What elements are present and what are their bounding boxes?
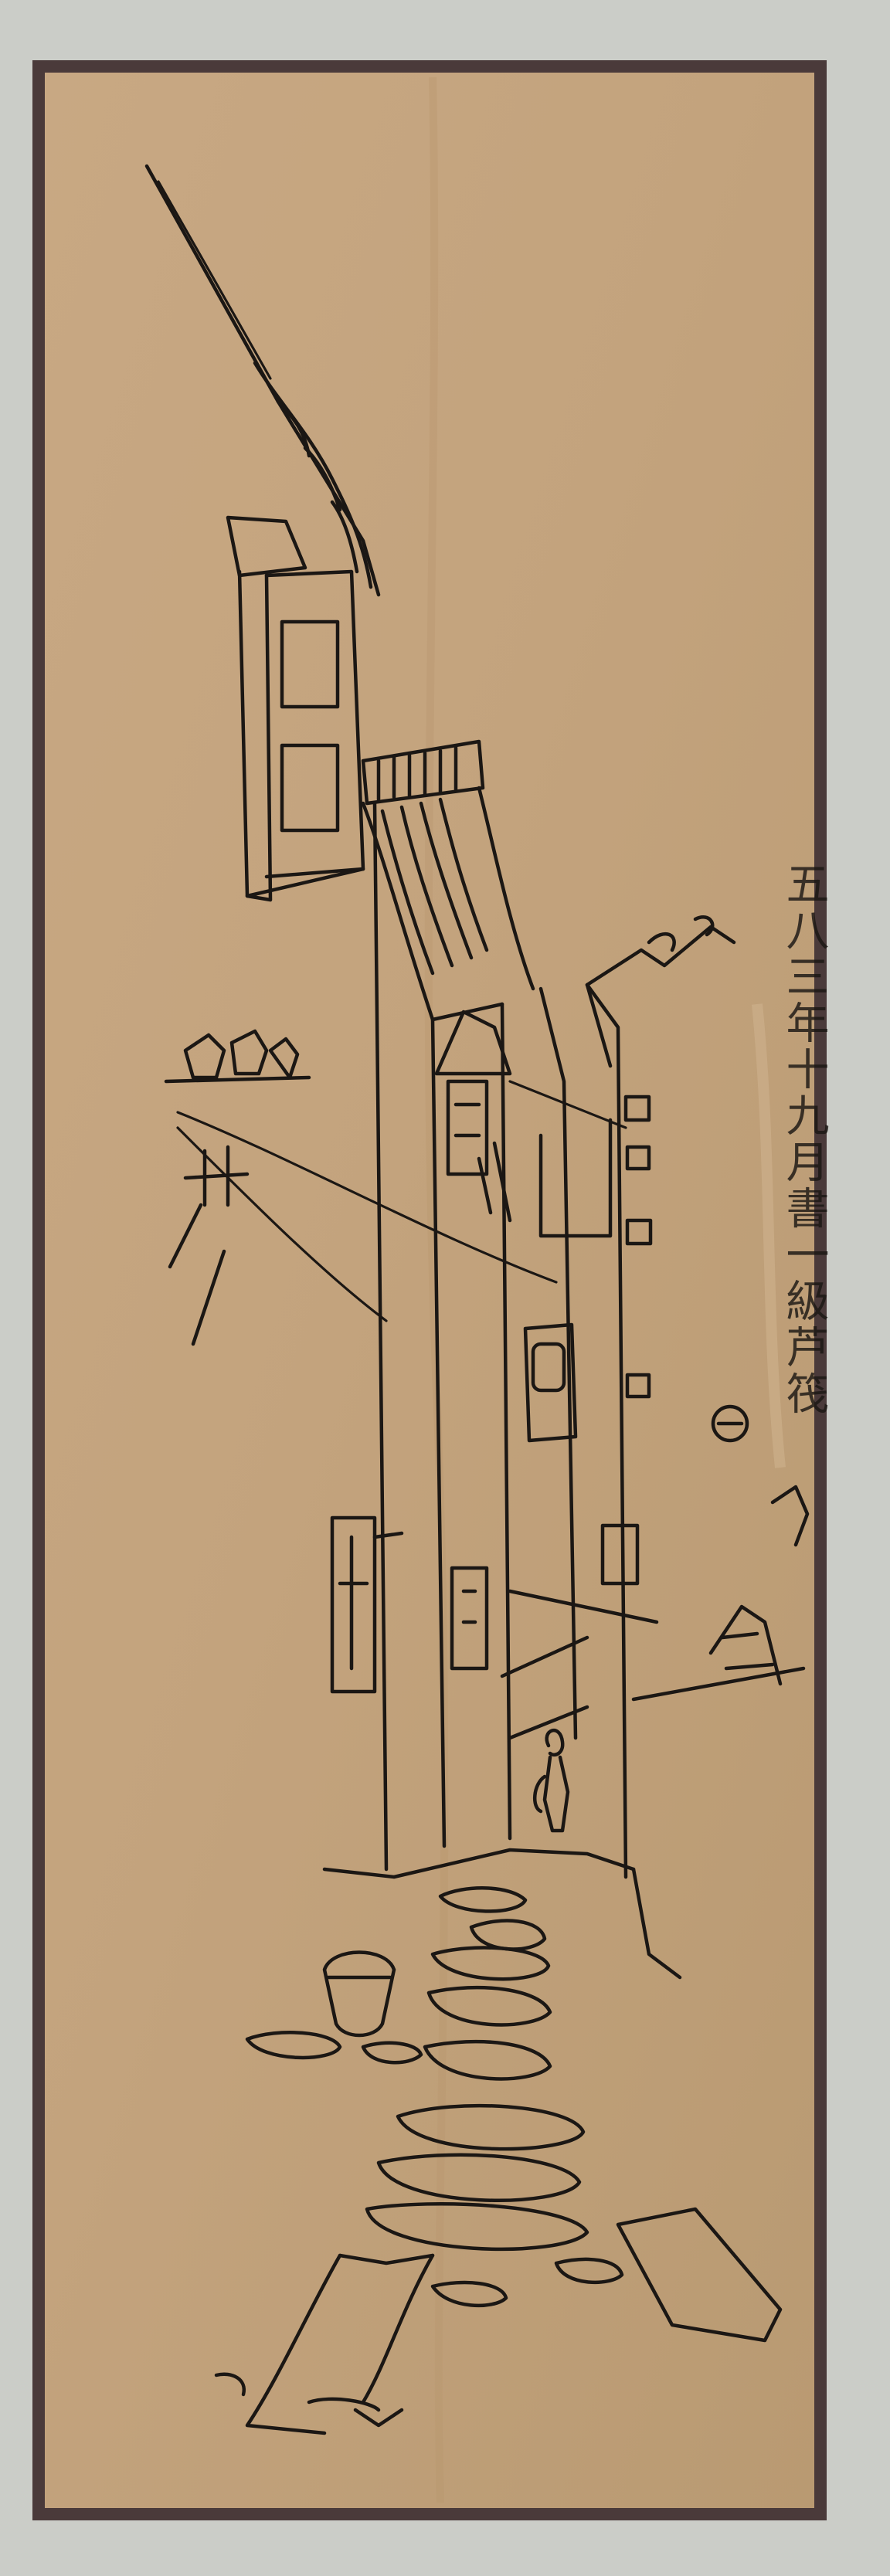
stepping-stone bbox=[438, 1886, 528, 1913]
gable-window bbox=[446, 1079, 489, 1176]
wall-lamp bbox=[183, 1033, 226, 1080]
wall-sign bbox=[523, 1322, 578, 1443]
round-lamp bbox=[711, 1404, 749, 1443]
left-wall bbox=[372, 801, 389, 1872]
upper-window bbox=[280, 619, 340, 709]
ink-sketch bbox=[144, 164, 810, 2435]
roof-tile-edge bbox=[253, 361, 373, 589]
awning-pole bbox=[508, 1589, 659, 1624]
middle-door bbox=[450, 1566, 489, 1671]
power-wire bbox=[176, 1111, 558, 1284]
artist-inscription: 五八三年十九月書一級芦筏 bbox=[779, 861, 829, 1417]
small-gable bbox=[434, 1010, 512, 1076]
paper-highlight bbox=[752, 1003, 786, 1468]
path-outline bbox=[245, 2253, 342, 2435]
figure-body bbox=[542, 1755, 570, 1833]
balcony bbox=[361, 739, 485, 806]
right-window bbox=[600, 1523, 640, 1586]
figure-head bbox=[545, 1728, 565, 1757]
right-roof-ridge bbox=[585, 925, 736, 987]
clay-pot bbox=[322, 1950, 396, 2038]
paper-crease bbox=[424, 76, 449, 2503]
roof-eave-line bbox=[144, 164, 381, 597]
paper bbox=[45, 73, 814, 2508]
left-doorframe bbox=[330, 1515, 377, 1694]
right-small-roof bbox=[708, 1604, 783, 1686]
right-wall bbox=[585, 983, 628, 1879]
alley-threshold bbox=[322, 1848, 636, 1879]
stone-slab bbox=[616, 2207, 783, 2343]
tiled-roof bbox=[361, 801, 504, 1022]
hanging-cloth bbox=[538, 1118, 613, 1238]
facade-cap bbox=[226, 515, 307, 578]
